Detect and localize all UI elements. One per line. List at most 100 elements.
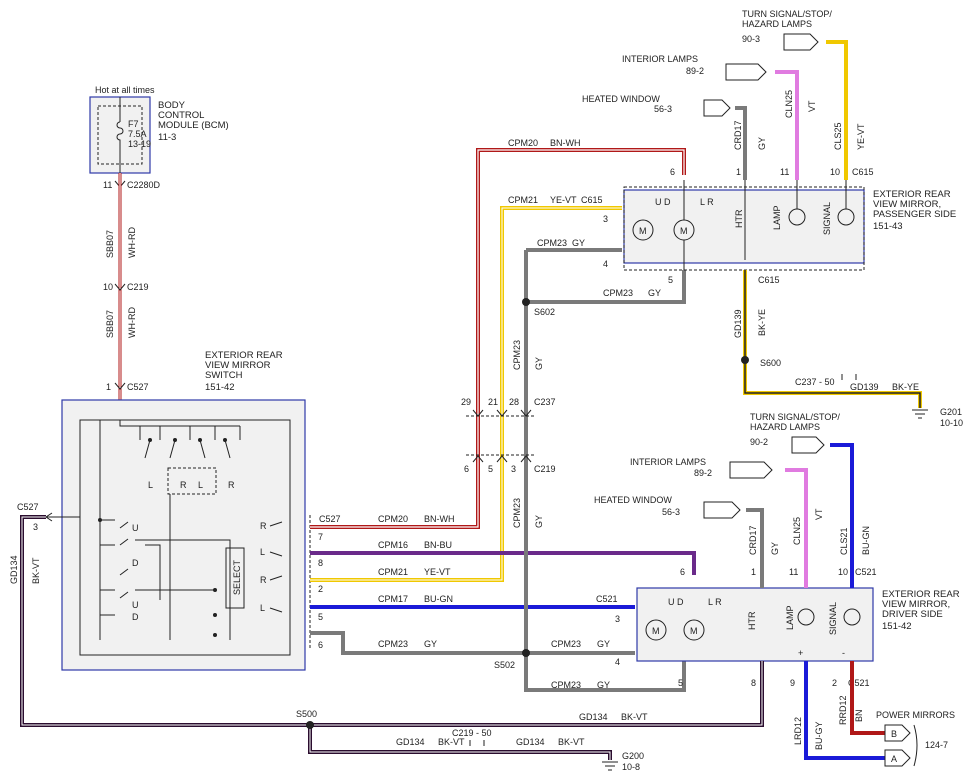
switch-pin-7: 7	[318, 532, 323, 542]
feed-color-a: WH-RD	[127, 227, 137, 258]
bcm-fuse-ref: 13-19	[128, 139, 151, 149]
bcm-connector: C2280D	[127, 180, 161, 190]
c237-label: C237	[534, 397, 556, 407]
g200-c219: C219 - 50	[452, 728, 492, 738]
cpm23-drv-label: CPM23	[551, 639, 581, 649]
driver-pin2: 2	[832, 678, 837, 688]
driver-rrd12: RRD12	[838, 695, 848, 725]
passenger-turn-1: TURN SIGNAL/STOP/	[742, 9, 832, 19]
cpm23-label: CPM23	[378, 639, 408, 649]
switch-out-l1: L	[260, 547, 265, 557]
g200-label: G200	[622, 751, 644, 761]
passenger-interior-lamps: INTERIOR LAMPS	[622, 54, 698, 64]
wire-cpm23	[310, 248, 686, 692]
cpm21-top-conn: C615	[581, 195, 603, 205]
power-mirrors-b: B	[891, 729, 897, 739]
passenger-title-1: EXTERIOR REAR	[873, 189, 951, 200]
c219-pin-3: 3	[511, 464, 516, 474]
power-mirrors-label: POWER MIRRORS	[876, 710, 955, 720]
driver-ud: U D	[668, 597, 684, 607]
driver-turn-1: TURN SIGNAL/STOP/	[750, 412, 840, 422]
passenger-mirror: M M U D L R HTR LAMP SIGNAL 6 3 4 5 1 11…	[603, 167, 956, 285]
passenger-interior-ref: 89-2	[686, 66, 704, 76]
cpm23-v1-color: GY	[534, 357, 544, 370]
switch-pos-d: D	[132, 558, 139, 568]
c237-pin-21: 21	[488, 397, 498, 407]
bcm-fuse-id: F7	[128, 119, 139, 129]
inline-connectors: 29 21 28 C237 6 5 3 C219	[461, 397, 556, 474]
switch-pos-d2: D	[132, 612, 139, 622]
power-mirrors-ref: 124-7	[925, 740, 948, 750]
switch-sel-r: R	[180, 480, 187, 490]
driver-pin11: 11	[789, 567, 798, 577]
feed-circuit-b: SBB07	[105, 310, 115, 338]
cpm23-low-label: CPM23	[603, 288, 633, 298]
feed-c219: C219	[127, 282, 149, 292]
passenger-signal: SIGNAL	[822, 202, 832, 235]
passenger-cls25-color: YE-VT	[856, 123, 866, 150]
switch-left-conn: C527	[17, 502, 39, 512]
splice-s502: S502	[494, 660, 515, 670]
passenger-pin6: 6	[670, 167, 675, 177]
wire-cpm20	[310, 148, 686, 529]
cpm23-low-color: GY	[648, 288, 661, 298]
driver-pin10: 10	[838, 567, 848, 577]
g200-right: GD134	[516, 737, 545, 747]
splice-dot	[522, 298, 530, 306]
cpm20-label: CPM20	[378, 514, 408, 524]
switch-title-2: VIEW MIRROR	[205, 360, 271, 371]
cpm23-drv2-color: GY	[597, 680, 610, 690]
passenger-heated-ref: 56-3	[654, 104, 672, 114]
passenger-gd139: GD139	[733, 309, 743, 338]
g200-gd134-upper: GD134	[579, 712, 608, 722]
passenger-pin1: 1	[736, 167, 741, 177]
switch-pos-u2: U	[132, 600, 139, 610]
g200-ref: 10-8	[622, 762, 640, 772]
cpm20-color: BN-WH	[424, 514, 455, 524]
driver-interior-ref: 89-2	[694, 468, 712, 478]
switch-title-1: EXTERIOR REAR	[205, 350, 283, 361]
switch-pin-5: 5	[318, 612, 323, 622]
g201-color: BK-YE	[892, 382, 919, 392]
power-mirrors-a: A	[891, 754, 897, 764]
driver-lrd12: LRD12	[793, 717, 803, 745]
passenger-turn-2: HAZARD LAMPS	[742, 19, 812, 29]
feed-c219-pin: 10	[103, 282, 113, 292]
c219-pin-5: 5	[488, 464, 493, 474]
passenger-pin11: 11	[780, 167, 789, 177]
driver-pin5: 5	[678, 678, 683, 688]
driver-feeds: HEATED WINDOW 56-3 CRD17 GY INTERIOR LAM…	[594, 412, 885, 760]
c219-label: C219	[534, 464, 556, 474]
passenger-turn-ref: 90-3	[742, 34, 760, 44]
interior-lamps-connector-icon	[725, 63, 767, 81]
driver-cls21-color: BU-GN	[861, 526, 871, 555]
splice-labels: S602 S502 S600 S500	[296, 307, 781, 719]
driver-htr: HTR	[747, 611, 757, 630]
bulb-icon	[837, 208, 855, 226]
passenger-cls25: CLS25	[833, 122, 843, 150]
cpm23-v2-label: CPM23	[512, 498, 522, 528]
driver-interior-lamps: INTERIOR LAMPS	[630, 457, 706, 467]
switch-conn-label: C527	[319, 514, 341, 524]
switch-sel-r2: R	[228, 480, 235, 490]
passenger-pin3: 3	[603, 214, 608, 224]
passenger-crd17-color: GY	[757, 137, 767, 150]
switch-sel-l: L	[148, 480, 153, 490]
splice-s600: S600	[760, 358, 781, 368]
driver-heated-window: HEATED WINDOW	[594, 495, 672, 505]
driver-cln25: CLN25	[792, 517, 802, 545]
c237-pin-29: 29	[461, 397, 471, 407]
driver-title-2: VIEW MIRROR,	[882, 599, 950, 610]
cpm20-top-label: CPM20	[508, 138, 538, 148]
svg-text:M: M	[690, 626, 698, 636]
switch-pin-8: 8	[318, 558, 323, 568]
driver-heated-ref: 56-3	[662, 507, 680, 517]
passenger-conn-top: C615	[852, 167, 874, 177]
g201-label: G201	[940, 407, 962, 417]
cpm16-label: CPM16	[378, 540, 408, 550]
switch-output-pins: 7 8 2 5 6 C527	[318, 514, 341, 650]
driver-cls21: CLS21	[839, 527, 849, 555]
passenger-lamp: LAMP	[772, 205, 782, 230]
driver-turn-2: HAZARD LAMPS	[750, 422, 820, 432]
passenger-pin5: 5	[668, 275, 673, 285]
